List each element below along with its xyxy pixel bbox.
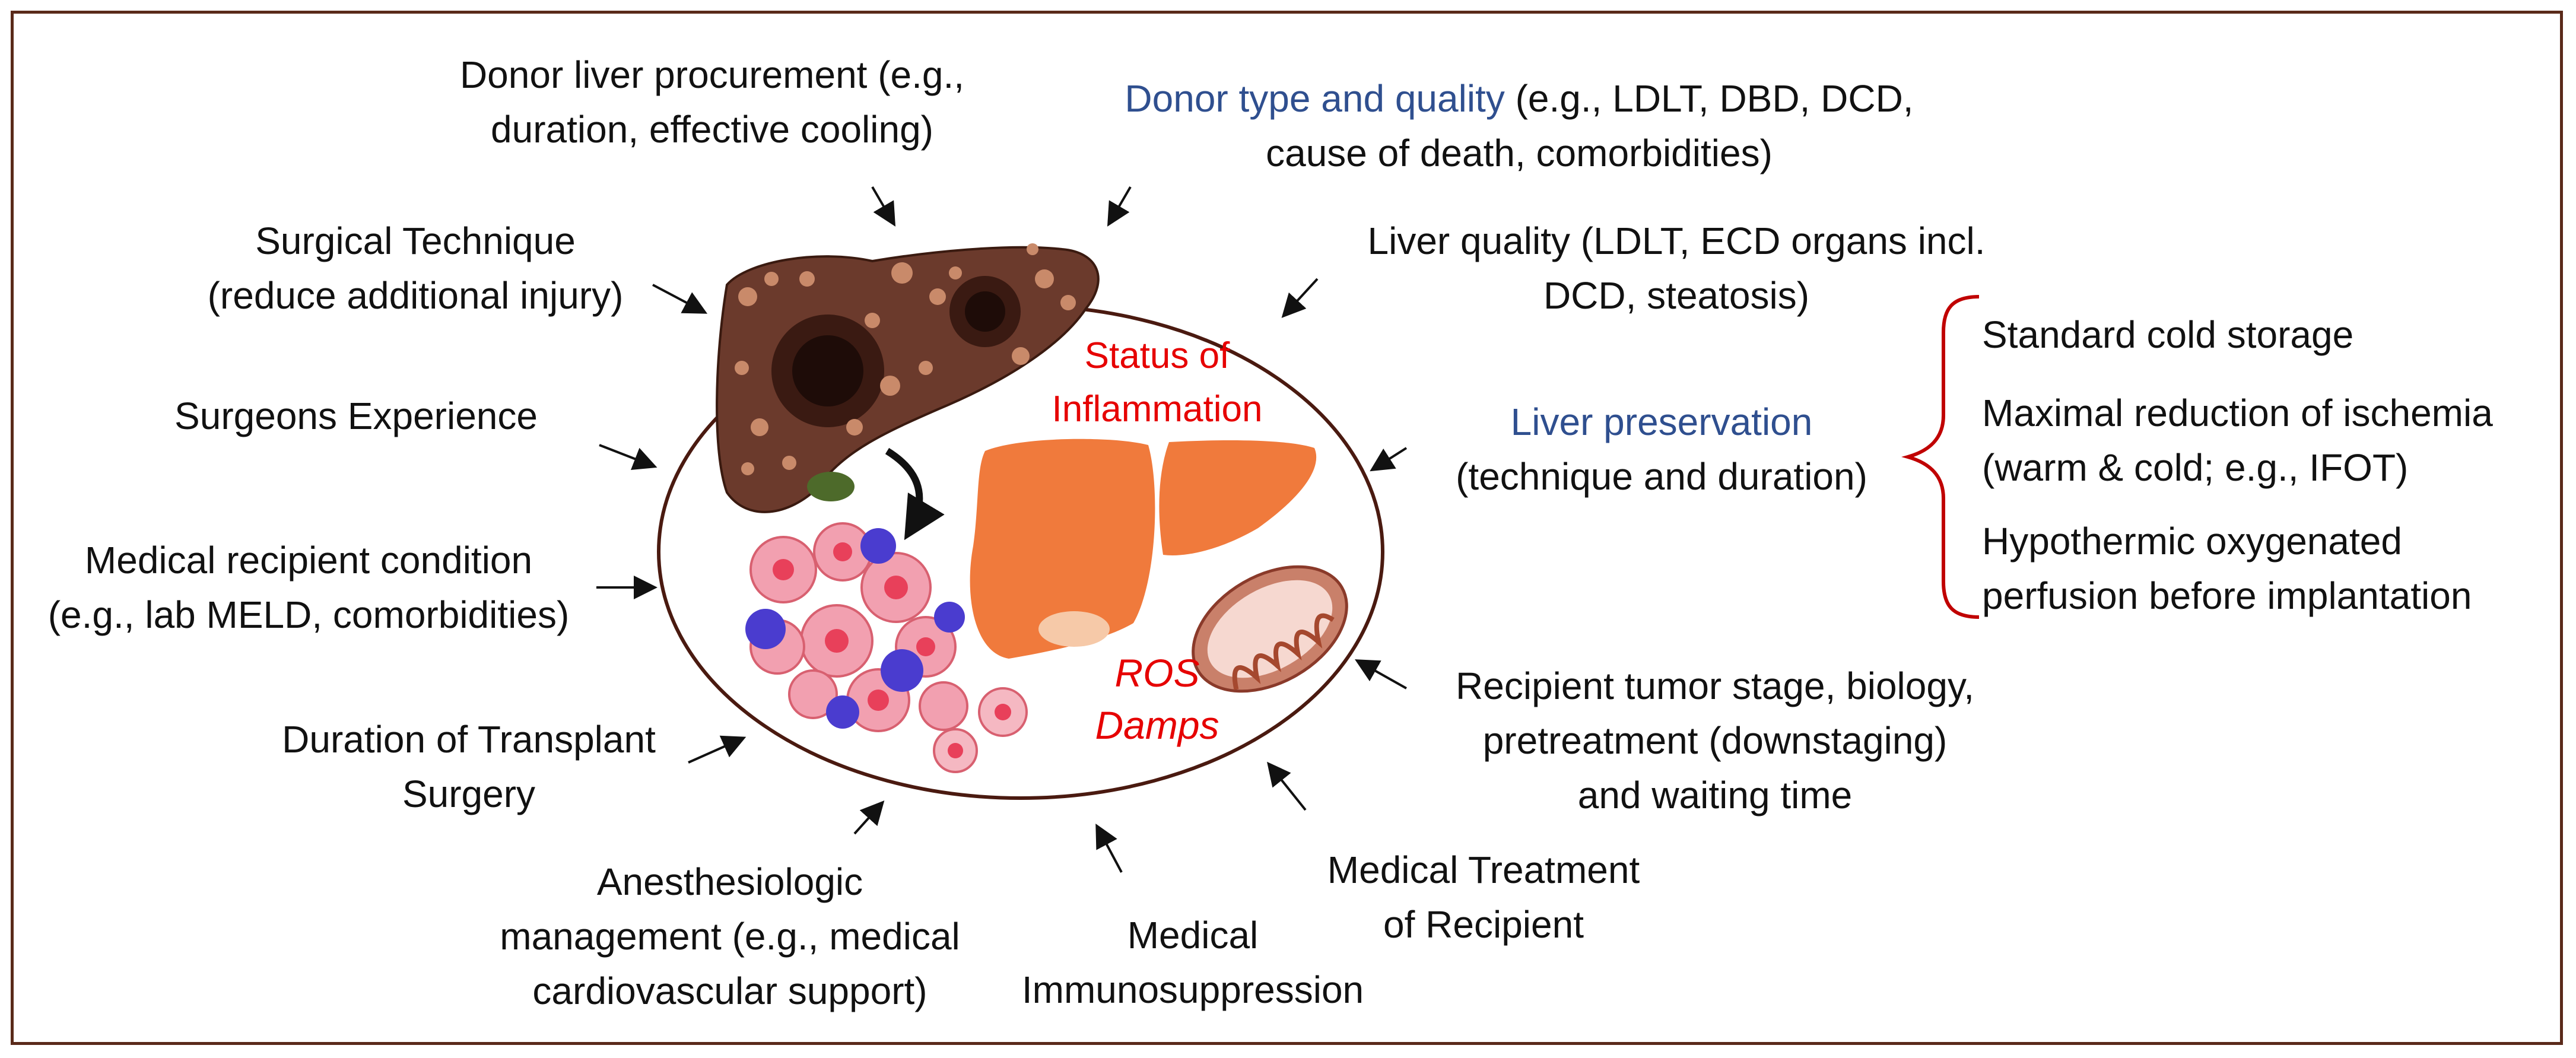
label-liver-preservation: Liver preservation (technique and durati… — [1412, 395, 1911, 504]
tumor-cells-icon — [745, 522, 1028, 773]
label-donor-type: Donor type and quality (e.g., LDLT, DBD,… — [1068, 71, 1970, 180]
anesthesiologic-line-2: management (e.g., medical — [500, 915, 960, 958]
option-2-line-2: (warm & cold; e.g., IFOT) — [1982, 446, 2409, 489]
arrow-tumor-stage — [1355, 659, 1407, 690]
donor-type-line-2: cause of death, comorbidities) — [1266, 132, 1773, 174]
preservation-sub: (technique and duration) — [1456, 455, 1867, 498]
surgical-line-1: Surgical Technique — [255, 220, 576, 262]
label-anesthesiologic: Anesthesiologic management (e.g., medica… — [469, 854, 991, 1018]
healthy-liver-icon — [970, 439, 1317, 659]
treatment-line-1: Medical Treatment — [1327, 849, 1640, 891]
mitochondrion-icon — [1192, 565, 1348, 693]
donor-type-rest: (e.g., LDLT, DBD, DCD, — [1504, 77, 1914, 120]
arrow-liver-quality — [1281, 278, 1319, 318]
preservation-option-1: Standard cold storage — [1982, 307, 2552, 362]
tumor-stage-line-3: and waiting time — [1577, 774, 1853, 816]
option-2-line-1: Maximal reduction of ischemia — [1982, 392, 2493, 434]
arrow-immunosuppression — [1095, 823, 1123, 873]
inflammation-line-2: Inflammation — [1052, 389, 1263, 430]
inflammation-line-1: Status of — [1084, 335, 1230, 376]
surgical-line-2: (reduce additional injury) — [207, 274, 624, 317]
ros-line-2: Damps — [1095, 703, 1219, 747]
preservation-option-3: Hypothermic oxygenated perfusion before … — [1982, 514, 2564, 623]
diseased-liver-icon — [716, 243, 1100, 513]
label-liver-quality: Liver quality (LDLT, ECD organs incl. DC… — [1306, 214, 2047, 323]
label-recipient-condition: Medical recipient condition (e.g., lab M… — [18, 533, 599, 642]
procurement-line-2: duration, effective cooling) — [491, 108, 933, 151]
label-immunosuppression: Medical Immunosuppression — [997, 908, 1389, 1017]
tumor-stage-line-1: Recipient tumor stage, biology, — [1456, 665, 1974, 707]
label-procurement: Donor liver procurement (e.g., duration,… — [404, 47, 1021, 157]
tumor-stage-line-2: pretreatment (downstaging) — [1482, 719, 1948, 762]
anesthesiologic-line-1: Anesthesiologic — [596, 860, 863, 903]
option-3-line-2: perfusion before implantation — [1982, 574, 2472, 617]
arrow-duration — [688, 735, 747, 764]
arrow-donor-type — [1107, 186, 1132, 227]
treatment-line-2: of Recipient — [1383, 903, 1584, 946]
duration-line-2: Surgery — [402, 773, 536, 815]
immunosuppression-line-1: Medical — [1127, 914, 1259, 957]
preservation-bracket — [1901, 295, 1980, 619]
preservation-heading: Liver preservation — [1510, 401, 1813, 443]
donor-type-heading: Donor type and quality — [1125, 77, 1505, 120]
arrow-preservation — [1370, 447, 1408, 472]
arrow-surgeons — [599, 444, 658, 471]
recipient-condition-line-1: Medical recipient condition — [84, 539, 533, 582]
arrow-treatment — [1267, 761, 1307, 811]
label-surgical-technique: Surgical Technique (reduce additional in… — [154, 214, 676, 323]
arrow-anesthesiologic — [853, 800, 885, 835]
figure-frame — [11, 11, 2563, 1045]
preservation-option-2: Maximal reduction of ischemia (warm & co… — [1982, 386, 2564, 495]
label-tumor-stage: Recipient tumor stage, biology, pretreat… — [1412, 659, 2018, 822]
label-inflammation: Status of Inflammation — [1003, 329, 1311, 436]
ros-line-1: ROS — [1114, 651, 1200, 695]
surgeons-line: Surgeons Experience — [174, 395, 538, 437]
label-ros-damps: ROS Damps — [1056, 647, 1258, 751]
duration-line-1: Duration of Transplant — [282, 718, 656, 761]
label-medical-treatment: Medical Treatment of Recipient — [1276, 843, 1691, 952]
immunosuppression-line-2: Immunosuppression — [1021, 968, 1364, 1011]
recipient-condition-line-2: (e.g., lab MELD, comorbidities) — [47, 593, 570, 636]
option-1-line-1: Standard cold storage — [1982, 313, 2354, 356]
label-surgeons-experience: Surgeons Experience — [119, 389, 593, 443]
liver-quality-line-2: DCD, steatosis) — [1543, 274, 1810, 317]
arrow-procurement — [871, 186, 896, 227]
procurement-line-1: Donor liver procurement (e.g., — [459, 53, 965, 96]
option-3-line-1: Hypothermic oxygenated — [1982, 520, 2402, 563]
label-duration: Duration of Transplant Surgery — [249, 712, 688, 821]
curved-arrow — [885, 447, 945, 541]
arrow-surgical — [652, 284, 708, 314]
anesthesiologic-line-3: cardiovascular support) — [532, 970, 928, 1012]
liver-quality-line-1: Liver quality (LDLT, ECD organs incl. — [1367, 220, 1986, 262]
